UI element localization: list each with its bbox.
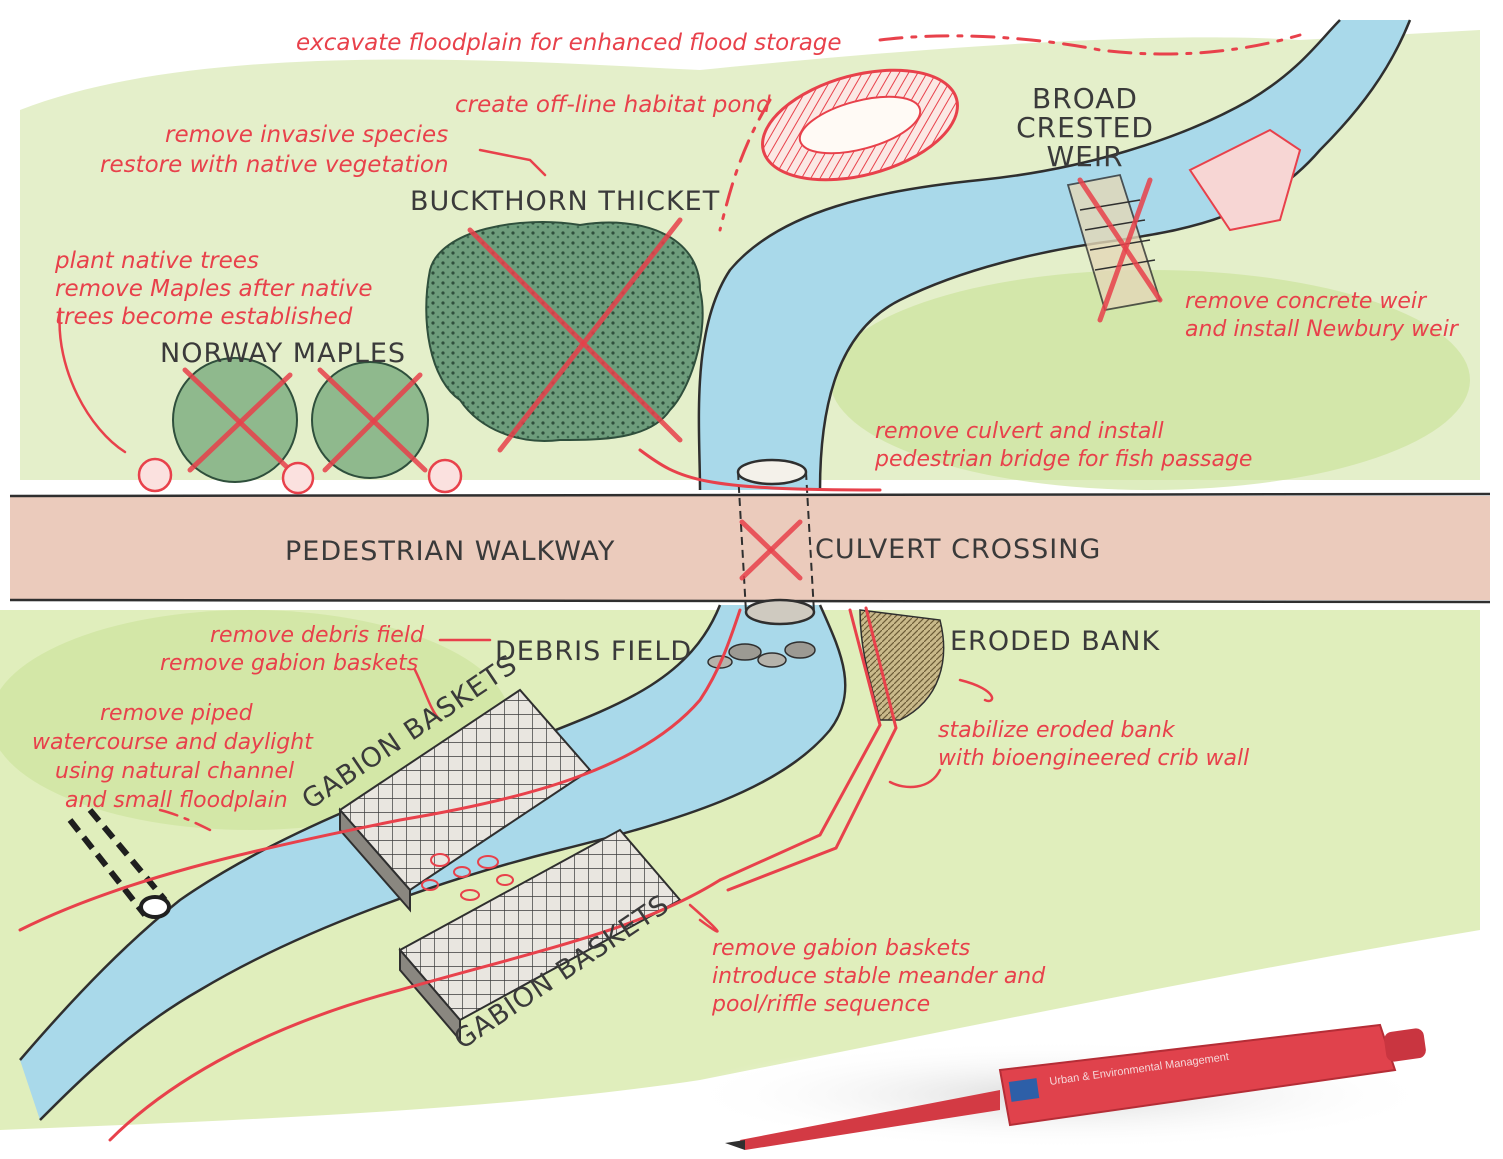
label-norway-maples: NORWAY MAPLES	[160, 338, 406, 369]
note-weir-line1: remove concrete weir	[1185, 289, 1428, 314]
note-meander-line1: remove gabion baskets	[712, 936, 970, 961]
note-crib-wall-line1: stabilize eroded bank	[938, 718, 1176, 743]
label-buckthorn-thicket: BUCKTHORN THICKET	[410, 186, 720, 217]
note-invasive-species-line2: restore with native vegetation	[100, 152, 449, 178]
note-habitat-pond: create off-line habitat pond	[455, 92, 771, 118]
walkway	[10, 494, 1490, 602]
note-piped-line4: and small floodplain	[65, 788, 288, 813]
note-piped-line2: watercourse and daylight	[32, 730, 314, 755]
label-weir: WEIR	[1046, 140, 1123, 173]
note-crib-wall-line2: with bioengineered crib wall	[938, 746, 1249, 771]
note-excavate-floodplain: excavate floodplain for enhanced flood s…	[296, 30, 842, 56]
note-native-trees-line2: remove Maples after native	[55, 276, 373, 302]
note-culvert-line2: pedestrian bridge for fish passage	[874, 447, 1252, 472]
note-debris-line2: remove gabion baskets	[160, 651, 418, 676]
note-debris-line1: remove debris field	[210, 623, 425, 648]
label-eroded-bank: ERODED BANK	[950, 626, 1160, 657]
note-piped-line3: using natural channel	[55, 759, 294, 784]
label-culvert-crossing: CULVERT CROSSING	[815, 534, 1101, 565]
note-weir-line2: and install Newbury weir	[1185, 317, 1460, 342]
note-culvert-line1: remove culvert and install	[875, 419, 1164, 444]
note-piped-line1: remove piped	[100, 701, 254, 726]
note-meander-line3: pool/riffle sequence	[711, 992, 930, 1017]
label-debris-field: DEBRIS FIELD	[495, 636, 692, 667]
note-native-trees-line1: plant native trees	[54, 248, 259, 274]
note-invasive-species-line1: remove invasive species	[165, 122, 448, 148]
note-native-trees-line3: trees become established	[55, 304, 353, 330]
label-pedestrian-walkway: PEDESTRIAN WALKWAY	[285, 536, 615, 567]
note-meander-line2: introduce stable meander and	[712, 964, 1046, 989]
